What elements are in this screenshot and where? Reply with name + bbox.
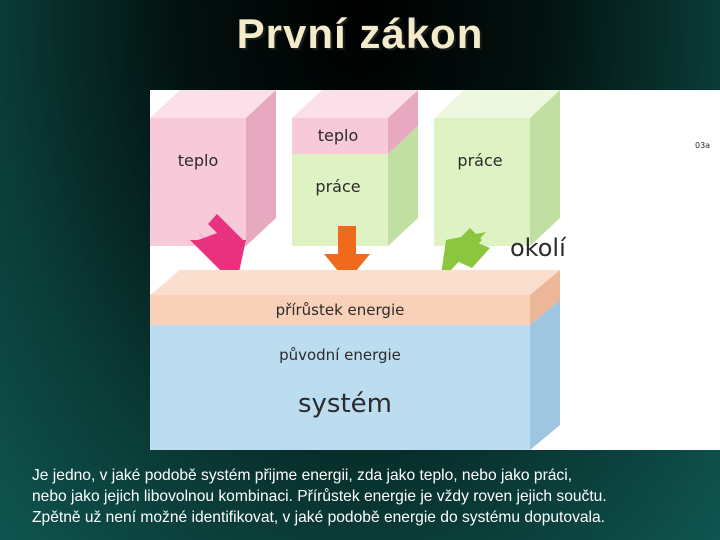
cube-mixed-top-face	[292, 90, 418, 118]
caption-line-1: Je jedno, v jaké podobě systém přijme en…	[32, 467, 573, 484]
original-energy-label: původní energie	[279, 346, 401, 364]
energy-increase-side	[530, 270, 560, 325]
cube-mixed-work-label: práce	[315, 177, 360, 196]
cube-heat-top-face	[150, 90, 276, 118]
cube-heat-label: teplo	[178, 151, 219, 170]
cube-work-side-face	[530, 90, 560, 246]
system-block: přírůstek energie původní energie systém	[150, 270, 560, 450]
caption-line-3: Zpětně už není možné identifikovat, v ja…	[32, 509, 606, 526]
page-title: První zákon	[236, 10, 484, 57]
arrow-mixed	[324, 226, 370, 282]
system-side-face	[530, 300, 560, 450]
cube-work-front-face	[434, 118, 530, 246]
system-label: systém	[298, 389, 392, 419]
figure-code: 03a	[695, 141, 710, 150]
caption: Je jedno, v jaké podobě systém přijme en…	[32, 465, 717, 528]
energy-increase-label: přírůstek energie	[276, 301, 405, 319]
system-top-face	[150, 270, 560, 295]
cube-mixed: teplo práce	[292, 90, 418, 246]
diagram-svg: teplo teplo práce práce 03a	[150, 90, 710, 450]
caption-line-2: nebo jako jejich libovolnou kombinaci. P…	[32, 488, 607, 505]
cube-mixed-heat-part	[292, 118, 388, 154]
cube-work-top-face	[434, 90, 560, 118]
arrow-work	[440, 228, 490, 282]
cube-heat: teplo	[150, 90, 276, 246]
cube-work: práce	[434, 90, 560, 246]
energy-increase-layer	[150, 295, 530, 325]
cube-heat-front-face	[150, 118, 246, 246]
cube-mixed-heat-label: teplo	[318, 126, 359, 145]
first-law-diagram: teplo teplo práce práce 03a	[150, 90, 720, 450]
cube-work-label: práce	[457, 151, 502, 170]
surroundings-label: okolí	[510, 234, 567, 262]
cube-mixed-side-work	[388, 126, 418, 246]
cube-mixed-side-heat	[388, 90, 418, 154]
original-energy-layer	[150, 325, 530, 450]
cube-heat-side-face	[246, 90, 276, 246]
